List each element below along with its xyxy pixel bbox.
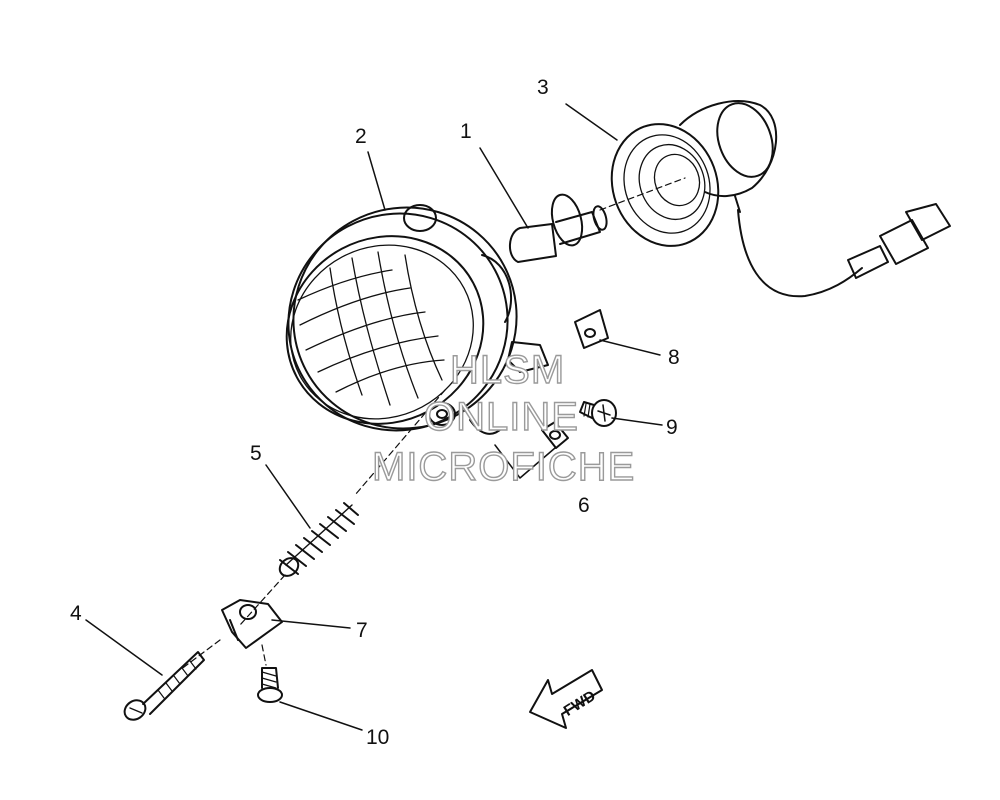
screw-10 [257,667,283,703]
watermark: HLSM ONLINE MICROFICHE [371,347,635,489]
bulb [509,193,608,263]
watermark-line-3: MICROFICHE [372,445,635,489]
bulb-socket-cover [610,100,951,298]
callout-2: 2 [355,125,367,148]
bracket-plate [574,309,609,349]
nut-6 [541,421,569,449]
callout-9: 9 [666,416,678,439]
callout-1: 1 [460,120,472,143]
callout-7: 7 [356,619,368,642]
callout-5: 5 [250,442,262,465]
headlight-unit [285,204,549,435]
screw-9 [579,399,617,427]
watermark-line-1: HLSM [450,348,565,392]
fwd-label: FWD [561,687,599,720]
leader-lines [85,103,663,731]
adjuster-bolt [123,651,205,721]
callout-4: 4 [70,602,82,625]
callout-8: 8 [668,346,680,369]
fwd-arrow-icon [529,669,603,729]
spring [278,502,359,577]
callout-3: 3 [537,76,549,99]
callout-6: 6 [578,494,590,517]
watermark-line-2: ONLINE [424,395,579,439]
alignment-lines [179,177,686,671]
lens-pattern [297,251,445,406]
adjuster-clip [221,599,283,649]
callout-10: 10 [366,726,389,749]
